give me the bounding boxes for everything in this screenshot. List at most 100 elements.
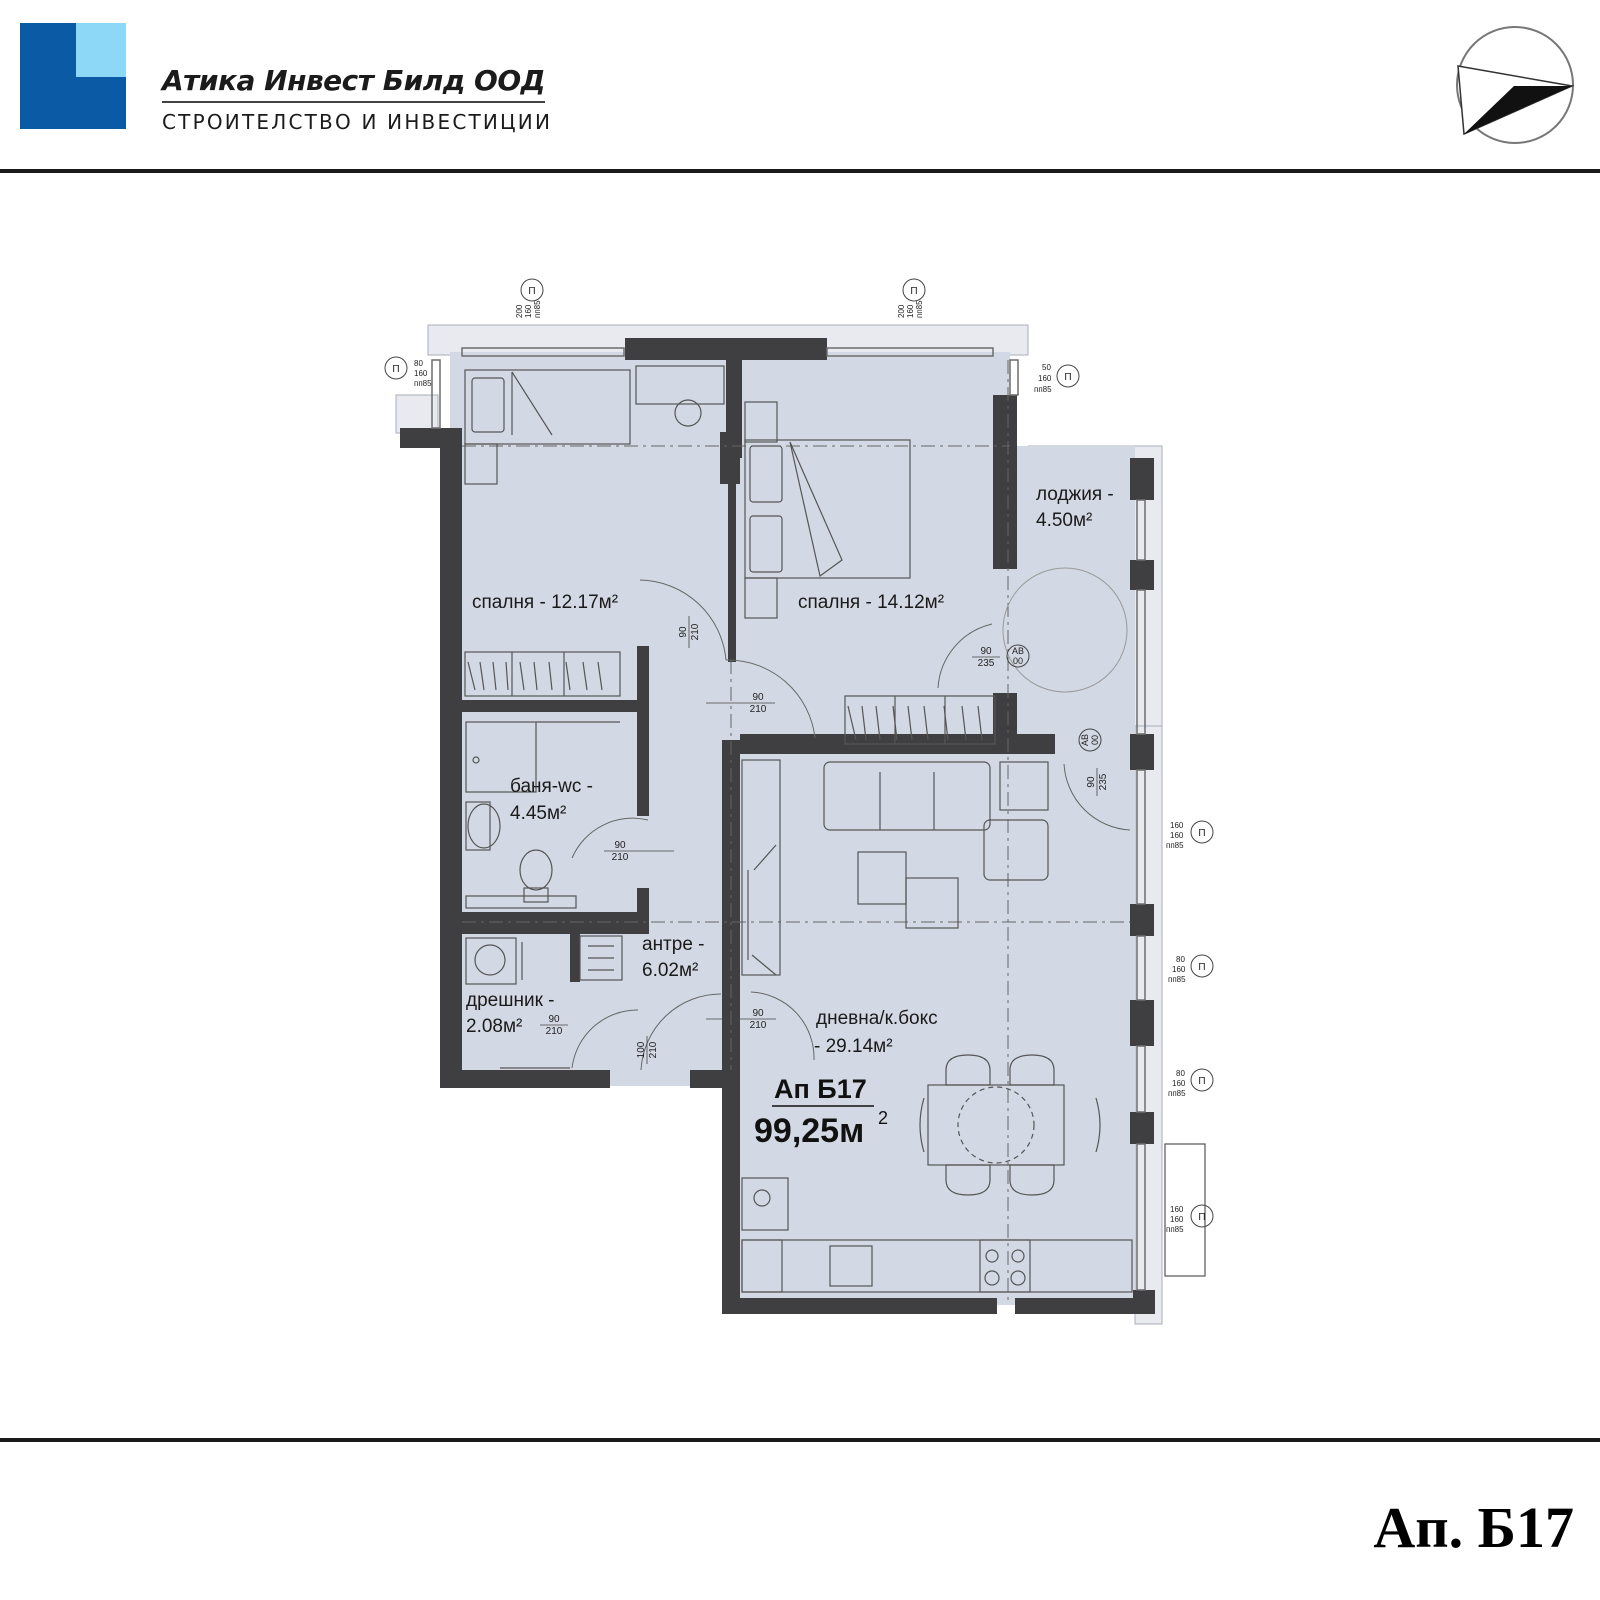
svg-text:80: 80 bbox=[414, 359, 423, 368]
svg-text:160: 160 bbox=[1172, 1079, 1186, 1088]
svg-text:90: 90 bbox=[752, 1008, 764, 1019]
svg-text:пп85: пп85 bbox=[533, 300, 542, 318]
svg-text:пп85: пп85 bbox=[1166, 841, 1184, 850]
window-tag-7: 80 160 пп85 П bbox=[1168, 1068, 1214, 1098]
axis-lines bbox=[462, 360, 1130, 1300]
svg-text:П: П bbox=[392, 364, 399, 375]
svg-text:90: 90 bbox=[980, 646, 992, 657]
svg-text:210: 210 bbox=[750, 1020, 767, 1031]
svg-text:210: 210 bbox=[546, 1026, 563, 1037]
window-tag-3: П 80 160 пп85 bbox=[384, 356, 432, 388]
svg-text:пп85: пп85 bbox=[1168, 1089, 1186, 1098]
window-tag-1-circle: П bbox=[520, 278, 544, 302]
window-tag-6: 80 160 пп85 П bbox=[1168, 954, 1214, 984]
svg-text:160: 160 bbox=[1170, 831, 1184, 840]
svg-text:160: 160 bbox=[524, 304, 533, 318]
svg-text:100: 100 bbox=[636, 1041, 647, 1058]
svg-text:П: П bbox=[910, 286, 917, 297]
svg-text:80: 80 bbox=[1176, 955, 1185, 964]
svg-text:90: 90 bbox=[752, 692, 764, 703]
room-label-hall: антре - bbox=[642, 934, 705, 955]
room-label-bedroom2: спалня - 14.12м² bbox=[798, 592, 944, 613]
svg-text:90: 90 bbox=[548, 1014, 560, 1025]
svg-text:200: 200 bbox=[515, 304, 524, 318]
svg-text:160: 160 bbox=[1170, 821, 1184, 830]
svg-text:90: 90 bbox=[614, 840, 626, 851]
svg-text:00: 00 bbox=[1013, 656, 1023, 666]
north-arrow-icon bbox=[1456, 26, 1575, 144]
svg-text:АВ: АВ bbox=[1080, 734, 1090, 746]
window-tag-2: 200 160 пп85 bbox=[897, 300, 924, 318]
apartment-area-superscript: 2 bbox=[878, 1108, 888, 1128]
svg-text:160: 160 bbox=[1038, 374, 1052, 383]
footer-divider bbox=[0, 1438, 1600, 1442]
room-area-closet: 2.08м² bbox=[466, 1016, 522, 1037]
svg-text:пп85: пп85 bbox=[1034, 385, 1052, 394]
window-frames bbox=[431, 347, 1146, 1291]
window-tag-5: 160 160 пп85 П bbox=[1166, 820, 1214, 850]
room-label-loggia: лоджия - bbox=[1036, 484, 1114, 505]
header-divider bbox=[0, 169, 1600, 173]
window-tag-1: 200 160 пп85 bbox=[515, 300, 542, 318]
door-tag-1: АВ 00 bbox=[1006, 644, 1030, 668]
svg-text:П: П bbox=[1198, 1076, 1205, 1087]
apartment-area: 99,25м bbox=[754, 1112, 864, 1150]
svg-text:80: 80 bbox=[1176, 1069, 1185, 1078]
svg-text:210: 210 bbox=[750, 704, 767, 715]
room-label-closet: дрешник - bbox=[466, 990, 555, 1011]
svg-text:П: П bbox=[1198, 962, 1205, 973]
apartment-label: Ап Б17 bbox=[774, 1074, 867, 1104]
door-swings bbox=[571, 579, 1131, 1071]
apartment-code: Ап. Б17 bbox=[1373, 1495, 1574, 1560]
closet-furniture bbox=[465, 935, 623, 1069]
svg-text:235: 235 bbox=[978, 658, 995, 669]
door-tag-2: АВ 00 bbox=[1078, 728, 1102, 752]
company-name: Атика Инвест Билд ООД bbox=[162, 64, 546, 103]
living-furniture bbox=[741, 759, 1206, 1293]
window-tags: 200 160 пп85 П 200 160 пп85 П П 80 160 п… bbox=[384, 278, 1214, 1234]
loggia-furniture bbox=[1002, 567, 1128, 693]
room-area-bathroom: 4.45м² bbox=[510, 803, 566, 824]
room-area-hall: 6.02м² bbox=[642, 960, 698, 981]
svg-text:пп85: пп85 bbox=[1166, 1225, 1184, 1234]
bedroom2-furniture bbox=[744, 401, 996, 745]
door-tags: АВ 00 АВ 00 bbox=[1006, 644, 1102, 752]
svg-text:П: П bbox=[1198, 828, 1205, 839]
svg-text:210: 210 bbox=[690, 623, 701, 640]
floor-area bbox=[450, 352, 1135, 1305]
svg-text:160: 160 bbox=[1170, 1215, 1184, 1224]
svg-text:П: П bbox=[1064, 372, 1071, 383]
svg-text:160: 160 bbox=[906, 304, 915, 318]
room-area-loggia: 4.50м² bbox=[1036, 510, 1092, 531]
svg-text:АВ: АВ bbox=[1012, 646, 1024, 656]
svg-text:90: 90 bbox=[1086, 776, 1097, 788]
bathroom-furniture bbox=[465, 721, 620, 909]
svg-text:пп85: пп85 bbox=[915, 300, 924, 318]
svg-text:00: 00 bbox=[1090, 735, 1100, 745]
company-logo-icon bbox=[20, 23, 126, 129]
company-tagline: СТРОИТЕЛСТВО И ИНВЕСТИЦИИ bbox=[162, 110, 553, 134]
room-label-bedroom1: спалня - 12.17м² bbox=[472, 592, 618, 613]
room-label-bathroom: баня-wc - bbox=[510, 776, 593, 797]
svg-text:210: 210 bbox=[648, 1041, 659, 1058]
svg-text:160: 160 bbox=[1170, 1205, 1184, 1214]
svg-text:50: 50 bbox=[1042, 363, 1051, 372]
svg-text:пп85: пп85 bbox=[414, 379, 432, 388]
svg-text:235: 235 bbox=[1098, 773, 1109, 790]
svg-text:160: 160 bbox=[414, 369, 428, 378]
svg-text:160: 160 bbox=[1172, 965, 1186, 974]
bedroom1-furniture bbox=[464, 365, 725, 697]
svg-text:П: П bbox=[528, 286, 535, 297]
svg-text:210: 210 bbox=[612, 852, 629, 863]
window-tag-4: 50 160 пп85 П bbox=[1034, 363, 1080, 394]
room-area-living: - 29.14м² bbox=[814, 1036, 893, 1057]
svg-text:90: 90 bbox=[678, 626, 689, 638]
window-tag-2-circle: П bbox=[902, 278, 926, 302]
svg-text:П: П bbox=[1198, 1212, 1205, 1223]
